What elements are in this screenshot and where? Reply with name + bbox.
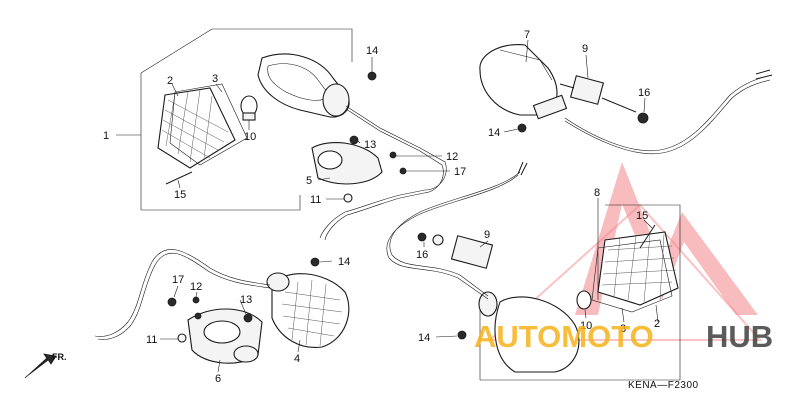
callout-15: 15	[636, 210, 648, 222]
callout-2: 2	[167, 75, 173, 87]
rear-right-assembly	[479, 44, 773, 155]
callout-12: 12	[446, 151, 458, 163]
watermark-brand-part2: HUB	[706, 319, 773, 354]
leader-lines	[116, 39, 659, 373]
stay-part	[311, 142, 383, 185]
callout-16: 16	[416, 249, 428, 261]
bulb-part	[240, 95, 258, 121]
fr-label: FR.	[52, 352, 67, 362]
lens-part	[157, 87, 236, 169]
sleeve-part	[559, 75, 637, 113]
rear-left-assembly	[386, 161, 681, 381]
callouts: 1 2 3 10 15 14 13 12 17 5 11 7 9 16 14 8…	[103, 29, 660, 385]
callout-1: 1	[103, 130, 109, 142]
callout-17: 17	[454, 166, 466, 178]
callout-7: 7	[524, 29, 530, 41]
callout-15: 15	[174, 189, 186, 201]
callout-14: 14	[366, 45, 378, 57]
callout-17: 17	[172, 274, 184, 286]
callout-2: 2	[654, 318, 660, 330]
callout-14: 14	[418, 332, 430, 344]
callout-16: 16	[638, 87, 650, 99]
callout-14: 14	[338, 256, 350, 268]
watermark-brand-part1: AUTOMOTO	[474, 319, 654, 354]
callout-3: 3	[212, 73, 218, 85]
callout-5: 5	[306, 175, 312, 187]
callout-11: 11	[310, 194, 321, 206]
callout-3: 3	[620, 323, 626, 335]
callout-9: 9	[582, 43, 588, 55]
callout-13: 13	[364, 139, 376, 151]
gasket-part	[169, 83, 248, 166]
watermark-brand: AUTOMOTO HUB	[474, 319, 773, 354]
rear-lens-part	[597, 231, 679, 306]
watermark-logo	[487, 162, 763, 341]
callout-10: 10	[244, 131, 256, 143]
callout-8: 8	[594, 187, 600, 199]
callout-11: 11	[146, 334, 157, 346]
callout-12: 12	[190, 281, 202, 293]
callout-9: 9	[484, 229, 490, 241]
callout-4: 4	[294, 353, 300, 365]
callout-6: 6	[215, 373, 221, 385]
callout-14: 14	[488, 127, 500, 139]
front-right-lens-part	[266, 272, 350, 349]
front-right-assembly	[94, 249, 350, 364]
callout-13: 13	[240, 294, 252, 306]
front-direction-arrow: FR.	[24, 352, 67, 379]
front-left-assembly	[140, 28, 447, 241]
diagram-code: KENA—F2300	[628, 380, 699, 391]
callout-10: 10	[580, 320, 592, 332]
housing-part	[257, 53, 350, 118]
front-right-stay-part	[187, 308, 263, 364]
